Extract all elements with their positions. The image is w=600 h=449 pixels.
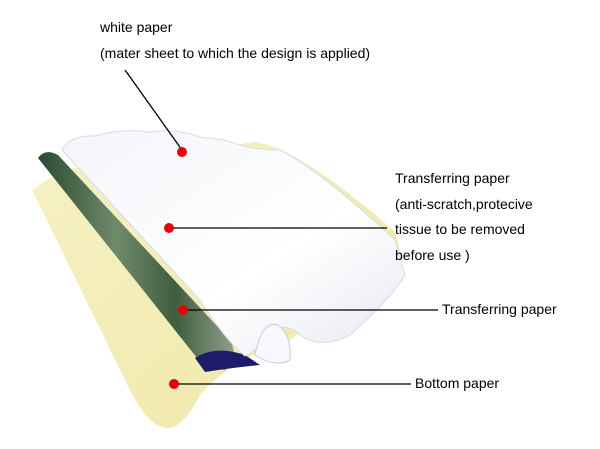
carbon-edge bbox=[195, 350, 260, 372]
white-paper-label: white paper bbox=[100, 19, 173, 35]
white-sheet-curl bbox=[254, 323, 291, 364]
tissue-label-line-3: tissue to be removed bbox=[395, 221, 525, 237]
marker-dot-transfer bbox=[178, 305, 188, 315]
tissue-label-line-4: before use ) bbox=[395, 247, 470, 263]
carbon-transfer-sheet bbox=[38, 152, 234, 370]
marker-dot-bottom bbox=[169, 379, 179, 389]
marker-dot-tissue bbox=[164, 223, 174, 233]
tissue-label-line-2: (anti-scratch,protecive bbox=[395, 196, 533, 212]
callout-lines bbox=[124, 69, 438, 385]
tissue-label-line-1: Transferring paper bbox=[395, 170, 510, 186]
white-paper-description: (mater sheet to which the design is appl… bbox=[100, 45, 371, 61]
marker-dot-white-paper bbox=[177, 147, 187, 157]
transferring-paper-label: Transferring paper bbox=[442, 301, 557, 317]
bottom-paper-label: Bottom paper bbox=[415, 375, 500, 391]
